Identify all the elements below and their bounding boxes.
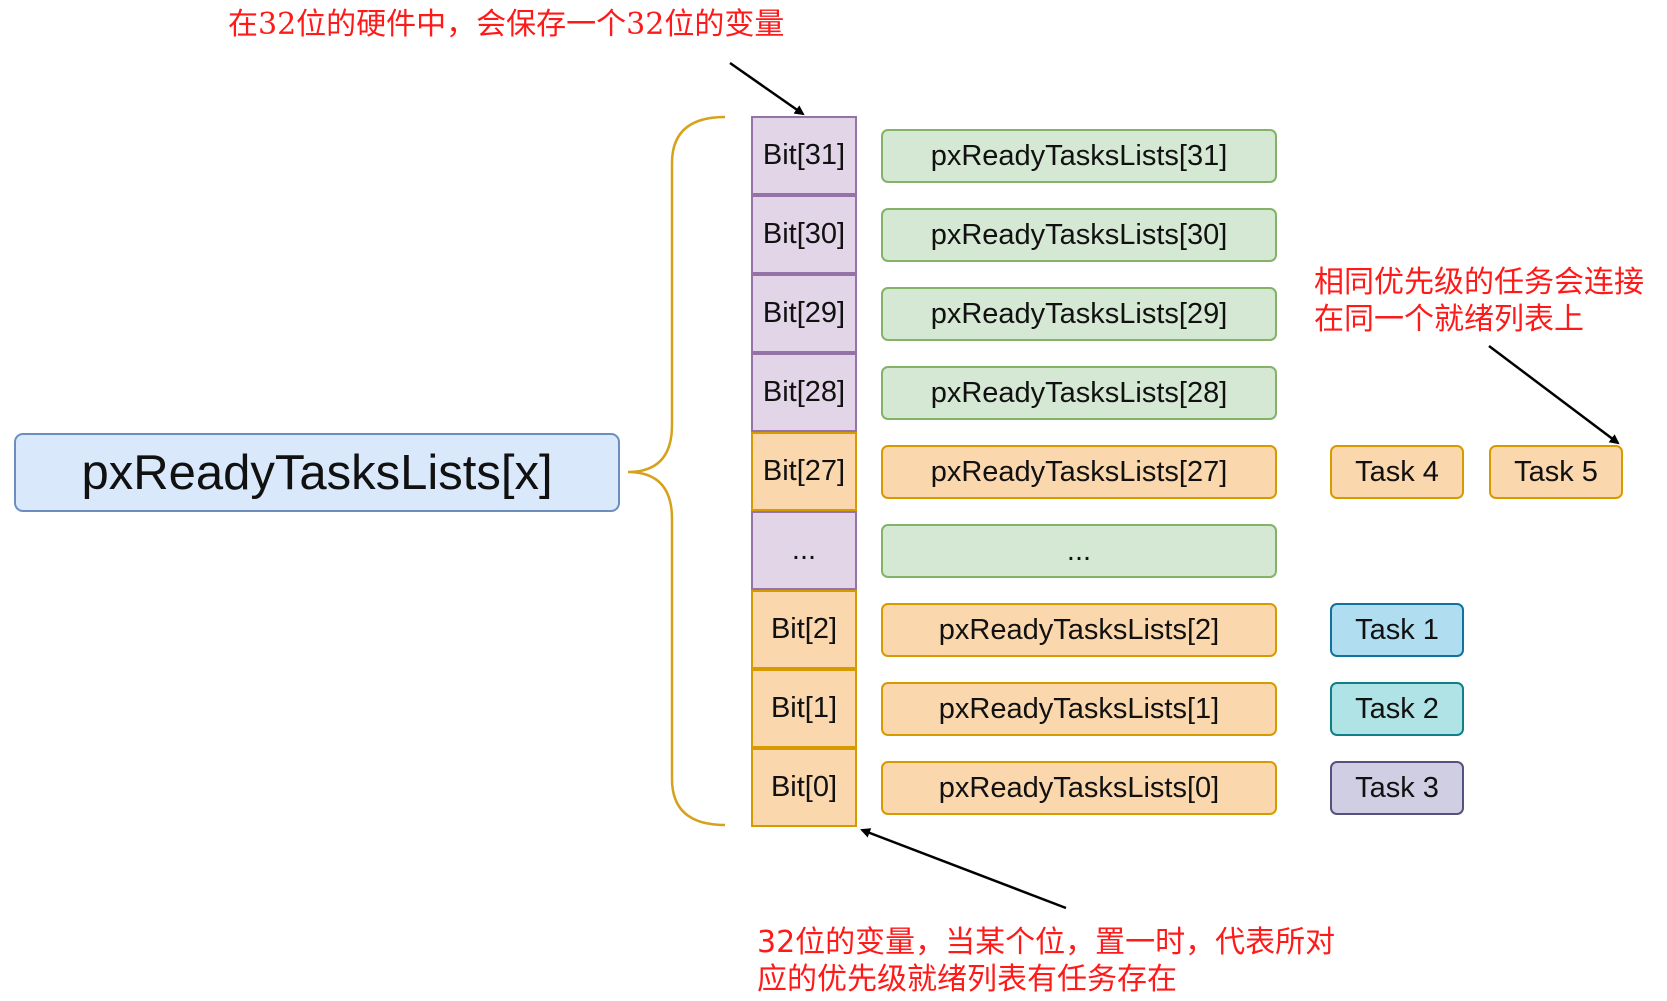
task-2: Task 2 [1330,682,1464,736]
curly-brace [627,115,726,827]
bit-cell-30: Bit[30] [751,195,857,274]
task-5: Task 5 [1489,445,1623,499]
ready-list-27: pxReadyTasksLists[27] [881,445,1277,499]
ready-list-1: pxReadyTasksLists[1] [881,682,1277,736]
bottom-annotation-line-2: 应的优先级就绪列表有任务存在 [757,962,1177,997]
ready-list-2: pxReadyTasksLists[2] [881,603,1277,657]
task-1: Task 1 [1330,603,1464,657]
bit-cell-1: Bit[1] [751,669,857,748]
bit-cell-ellipsis: ... [751,511,857,590]
bit-cell-27: Bit[27] [751,432,857,511]
ready-list-29: pxReadyTasksLists[29] [881,287,1277,341]
task-4: Task 4 [1330,445,1464,499]
ready-list-28: pxReadyTasksLists[28] [881,366,1277,420]
bit-cell-29: Bit[29] [751,274,857,353]
ready-list-31: pxReadyTasksLists[31] [881,129,1277,183]
ready-list-30: pxReadyTasksLists[30] [881,208,1277,262]
bit-cell-28: Bit[28] [751,353,857,432]
bottom-annotation-line-1: 32位的变量，当某个位，置一时，代表所对 [757,925,1336,960]
ready-lists-array-label: pxReadyTasksLists[x] [14,433,620,512]
right-note-arrow [1488,345,1620,445]
ready-list-0: pxReadyTasksLists[0] [881,761,1277,815]
bit-cell-31: Bit[31] [751,116,857,195]
task-3: Task 3 [1330,761,1464,815]
right-annotation-line-1: 相同优先级的任务会连接 [1314,265,1644,300]
bit-cell-0: Bit[0] [751,748,857,827]
bit-cell-2: Bit[2] [751,590,857,669]
right-annotation-line-2: 在同一个就绪列表上 [1314,302,1584,337]
top-note-arrow [729,61,805,116]
ready-list-ellipsis: ... [881,524,1277,578]
top-annotation: 在32位的硬件中，会保存一个32位的变量 [228,7,785,42]
bottom-note-arrow [860,828,1067,910]
